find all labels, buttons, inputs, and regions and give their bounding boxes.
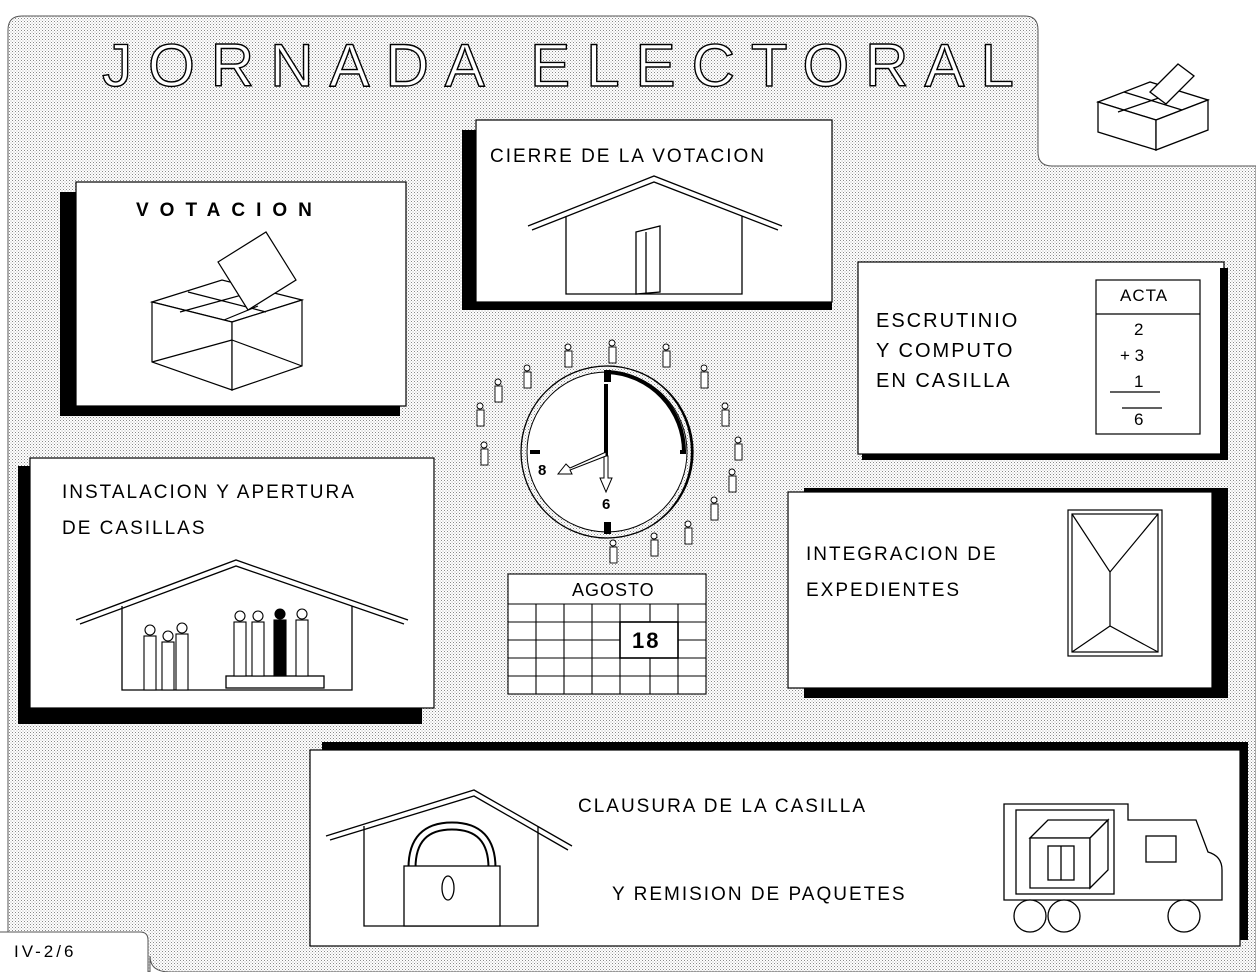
calendar-month: AGOSTO — [572, 580, 655, 600]
acta-value-3: 1 — [1134, 372, 1144, 391]
clausura-label-line1: CLAUSURA DE LA CASILLA — [578, 796, 867, 817]
page-code-box — [0, 932, 148, 972]
open-house-icon — [75, 559, 409, 691]
closed-house-icon — [527, 175, 783, 295]
integracion-label-line1: INTEGRACION DE — [806, 544, 998, 565]
page-code: IV-2/6 — [14, 942, 77, 961]
voters-around-clock — [476, 339, 743, 564]
instalacion-label-line1: INSTALACION Y APERTURA — [62, 482, 356, 503]
integracion-label-line2: EXPEDIENTES — [806, 580, 962, 601]
ballot-box-icon-small — [1096, 63, 1210, 151]
escrutinio-label-line1: ESCRUTINIO — [876, 310, 1020, 332]
truck-icon — [1003, 803, 1223, 933]
envelope-icon — [1067, 509, 1163, 657]
panel-integracion — [787, 488, 1228, 698]
clock-label-8: 8 — [538, 462, 547, 479]
panel-instalacion — [18, 457, 435, 724]
acta-value-1: 2 — [1134, 320, 1144, 339]
acta-header: ACTA — [1120, 286, 1169, 305]
ballot-box-icon — [149, 231, 305, 391]
panel-votacion — [60, 181, 407, 416]
calendar-icon — [507, 573, 707, 695]
acta-value-2: + 3 — [1120, 346, 1145, 365]
clock-label-6-inner: 6 — [602, 496, 611, 513]
escrutinio-label-line3: EN CASILLA — [876, 370, 1012, 392]
acta-value-4: 6 — [1134, 410, 1144, 429]
escrutinio-label-line2: Y COMPUTO — [876, 340, 1015, 362]
voters-group-icon — [143, 608, 309, 691]
clock-icon — [520, 365, 694, 539]
page-title: JORNADA ELECTORAL — [102, 32, 1030, 99]
panel-clausura — [309, 742, 1248, 947]
clausura-label-line2: Y REMISION DE PAQUETES — [612, 884, 907, 905]
calendar-day: 18 — [632, 628, 661, 653]
panel-escrutinio — [857, 261, 1228, 460]
locked-house-icon — [325, 789, 573, 927]
votacion-label: VOTACION — [136, 200, 323, 221]
panel-cierre — [462, 119, 833, 310]
instalacion-label-line2: DE CASILLAS — [62, 518, 207, 539]
cierre-label: CIERRE DE LA VOTACION — [490, 146, 767, 167]
acta-sheet — [1095, 279, 1201, 435]
